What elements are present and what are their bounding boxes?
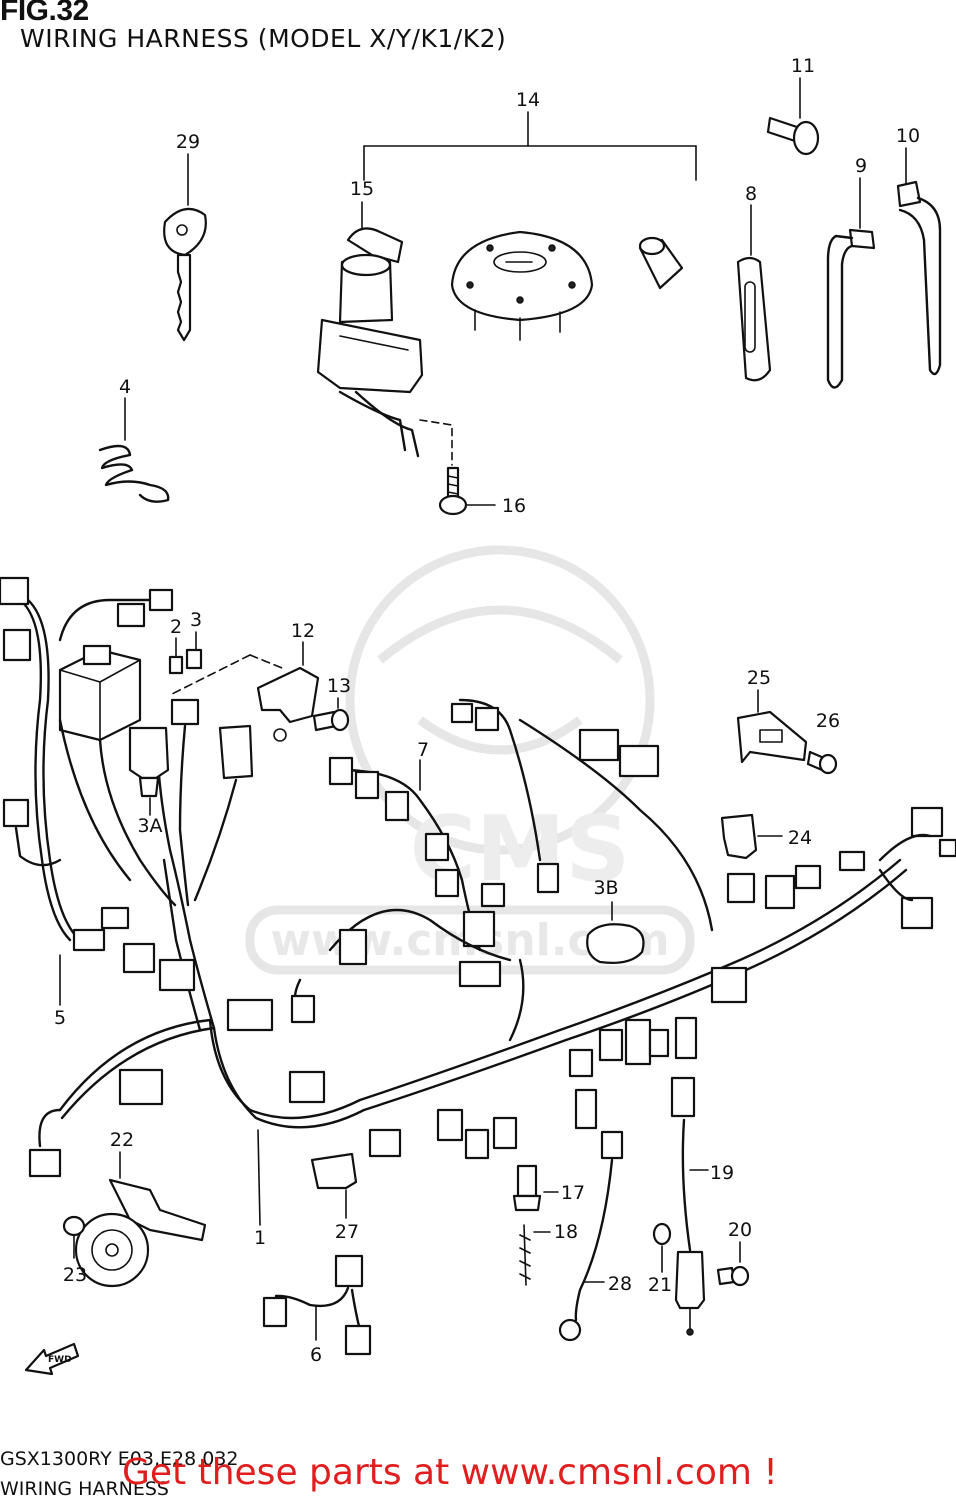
callout-21[interactable]: 21 [648,1274,672,1296]
part-12-bracket[interactable] [169,641,320,742]
junction-box[interactable] [58,588,177,907]
section-name: WIRING HARNESS [0,1478,169,1500]
callout-28[interactable]: 28 [608,1273,632,1295]
callout-5[interactable]: 5 [54,1007,66,1029]
callout-11[interactable]: 11 [791,55,815,77]
part-22-horn-assembly[interactable] [74,1151,207,1288]
figure-number: FIG.32 [0,0,89,27]
callout-2[interactable]: 2 [170,616,182,638]
part-23-bolt[interactable] [62,1215,86,1259]
part-10-clamp[interactable] [896,147,942,376]
callout-18[interactable]: 18 [554,1221,578,1243]
figure-subtitle: WIRING HARNESS (MODEL X/Y/K1/K2) [20,24,507,53]
part-20-bolt[interactable] [716,1241,750,1287]
part-11-bolt[interactable] [766,77,820,156]
part-18-spring[interactable] [519,1224,551,1286]
part-17-switch[interactable] [512,1164,559,1212]
part-27-connector[interactable] [310,1152,358,1219]
call-to-action[interactable]: Get these parts at www.cmsnl.com ! [122,1452,778,1493]
callout-15[interactable]: 15 [350,178,374,200]
callout-24[interactable]: 24 [788,827,812,849]
callout-12[interactable]: 12 [291,620,315,642]
callout-14[interactable]: 14 [516,89,540,111]
callout-4[interactable]: 4 [119,376,131,398]
callout-3a[interactable]: 3A [137,815,162,837]
callout-16[interactable]: 16 [502,495,526,517]
part-6-sub-harness[interactable] [262,1254,372,1356]
part-9-strap[interactable] [826,177,876,389]
part-3-fuse[interactable] [185,631,203,670]
callout-3[interactable]: 3 [190,609,202,631]
model-code: GSX1300RY E03,E28 032 [0,1448,239,1470]
part-29-ignition-key[interactable] [163,153,207,342]
part-4-spring[interactable] [98,397,170,503]
callout-17[interactable]: 17 [561,1182,585,1204]
forward-direction-icon: FWD [24,1342,80,1376]
callout-23[interactable]: 23 [63,1264,87,1286]
callout-20[interactable]: 20 [728,1219,752,1241]
lower-branch-connectors[interactable] [28,1016,698,1178]
callout-9[interactable]: 9 [855,155,867,177]
part-2-fuse[interactable] [168,637,184,675]
part-21-washer[interactable] [652,1222,672,1273]
callout-8[interactable]: 8 [745,183,757,205]
part-8-clip[interactable] [736,204,772,382]
part-5-sub-harness[interactable] [0,576,130,1006]
callout-3b[interactable]: 3B [593,877,618,899]
part-19-sensor-lead[interactable] [670,1076,709,1252]
callout-10[interactable]: 10 [896,125,920,147]
callout-27[interactable]: 27 [335,1221,359,1243]
callout-19[interactable]: 19 [710,1162,734,1184]
part-24-connector[interactable] [720,813,783,860]
left-connector-cluster[interactable] [122,698,254,992]
center-connectors[interactable] [226,698,956,1042]
callout-1[interactable]: 1 [254,1227,266,1249]
part-19-sensor[interactable] [674,1250,706,1336]
callout-29[interactable]: 29 [176,131,200,153]
part-14-grommet[interactable] [638,236,684,290]
part-13-screw[interactable] [312,697,350,732]
part-3B-connector[interactable] [586,901,645,964]
callout-13[interactable]: 13 [327,675,351,697]
callout-7[interactable]: 7 [417,739,429,761]
part-15-ignition-switch[interactable] [316,201,453,466]
part-16-screw[interactable] [438,466,496,516]
part-7-sub-harness[interactable] [328,756,506,952]
part-25-bracket[interactable] [736,689,808,764]
callout-26[interactable]: 26 [816,710,840,732]
part-26-screw[interactable] [806,750,838,775]
part-14-fuel-cap-lock[interactable] [450,230,594,341]
part-14-bracket-line [363,111,697,181]
callout-6[interactable]: 6 [310,1344,322,1366]
callout-22[interactable]: 22 [110,1129,134,1151]
callout-25[interactable]: 25 [747,667,771,689]
part-3A-connector[interactable] [128,726,170,816]
forward-direction-label: FWD [48,1355,72,1365]
part-28-ground-lead[interactable] [558,1130,624,1342]
